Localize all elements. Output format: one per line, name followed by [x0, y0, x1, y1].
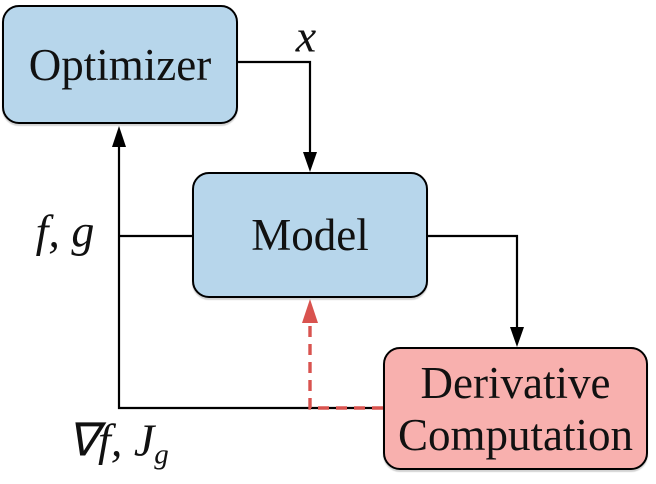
edge-model-to-derivative	[428, 234, 519, 327]
node-model: Model	[192, 172, 428, 298]
label-derivatives: ∇f, Jg	[67, 412, 168, 471]
derivative-label-line2: Computation	[398, 409, 633, 460]
node-optimizer-label: Optimizer	[28, 39, 212, 90]
label-objective-constraints: f, g	[35, 205, 95, 257]
derivative-label-line1: Derivative	[420, 357, 611, 408]
edge-optimizer-to-model	[238, 60, 312, 152]
node-optimizer: Optimizer	[2, 5, 238, 124]
arrowhead-red-into-model-bottom-icon	[302, 299, 318, 323]
node-derivative-computation-label: Derivative Computation	[398, 357, 633, 461]
label-design-variables: x	[295, 10, 317, 62]
arrowhead-into-derivative-top-icon	[510, 327, 524, 347]
edge-derivative-to-model-dashed	[308, 322, 383, 410]
node-derivative-computation: Derivative Computation	[383, 347, 648, 470]
arrowhead-into-optimizer-bottom-icon	[112, 126, 126, 147]
label-derivatives-main: ∇f, J	[67, 414, 155, 466]
arrowhead-into-model-top-icon	[303, 152, 317, 172]
edge-feedback-to-optimizer	[117, 147, 383, 410]
node-model-label: Model	[251, 210, 369, 260]
label-derivatives-subscript: g	[154, 438, 169, 471]
